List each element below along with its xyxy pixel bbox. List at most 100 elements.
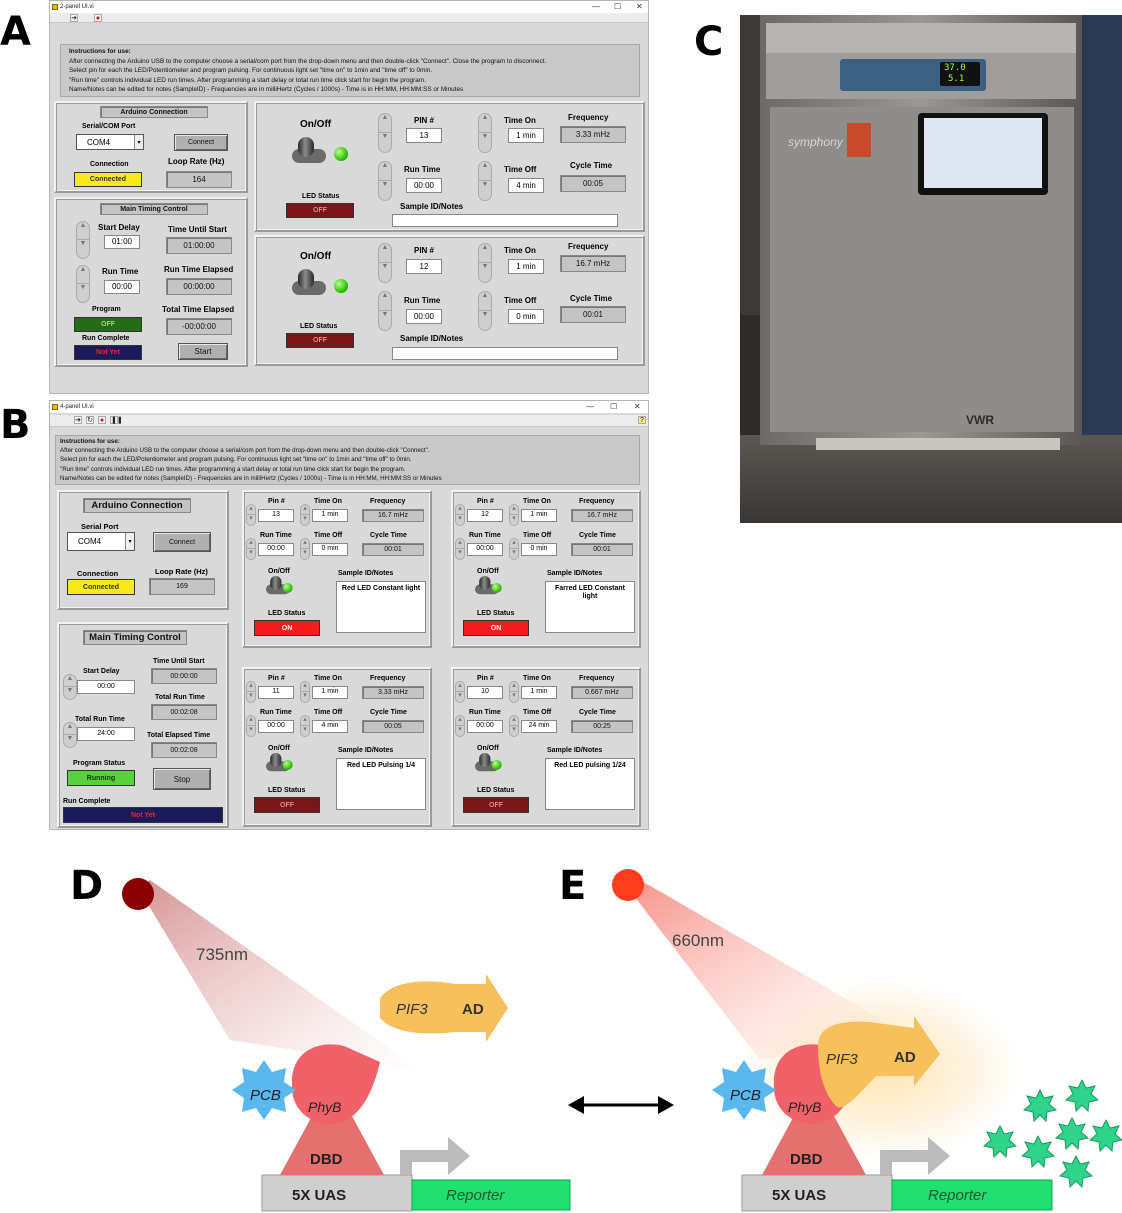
spin-down-icon[interactable]: ▾ — [458, 549, 462, 556]
spin-up-icon[interactable]: ▴ — [247, 716, 255, 726]
maximize-icon[interactable]: ☐ — [614, 2, 622, 11]
time-on-spinner[interactable]: ▴▾ — [509, 504, 519, 526]
spin-down-icon[interactable]: ▾ — [458, 726, 462, 733]
spin-down-icon[interactable]: ▾ — [303, 692, 307, 699]
time-off-input[interactable]: 24 min — [521, 720, 557, 733]
spin-up-icon[interactable]: ▲ — [479, 162, 491, 181]
connect-button[interactable]: Connect — [174, 134, 228, 151]
pin-input[interactable]: 13 — [258, 509, 294, 522]
spin-down-icon[interactable]: ▼ — [381, 133, 389, 140]
port-select[interactable]: COM4 ▾ — [76, 134, 144, 150]
spin-up-icon[interactable]: ▲ — [379, 244, 391, 263]
run-time-spinner[interactable]: ▲▼ — [76, 265, 90, 303]
pause-icon[interactable]: ❚❚ — [110, 416, 123, 424]
pin-spinner[interactable]: ▴▾ — [455, 504, 465, 526]
spin-down-icon[interactable]: ▼ — [66, 735, 74, 742]
spin-down-icon[interactable]: ▼ — [79, 240, 87, 247]
time-on-spinner[interactable]: ▲▼ — [478, 113, 492, 153]
spin-down-icon[interactable]: ▾ — [249, 726, 253, 733]
total-run-time-input[interactable]: 24:00 — [77, 727, 135, 741]
spin-up-icon[interactable]: ▴ — [247, 505, 255, 515]
run-arrow-icon[interactable]: ➔ — [74, 416, 82, 424]
run-time-spinner[interactable]: ▲▼ — [378, 161, 392, 201]
spin-down-icon[interactable]: ▼ — [481, 263, 489, 270]
spin-up-icon[interactable]: ▲ — [479, 114, 491, 133]
spin-up-icon[interactable]: ▴ — [510, 716, 518, 726]
notes-input[interactable]: Farred LED Constant light — [545, 581, 635, 633]
spin-up-icon[interactable]: ▴ — [301, 716, 309, 726]
close-icon[interactable]: ✕ — [634, 402, 641, 411]
spin-down-icon[interactable]: ▾ — [458, 692, 462, 699]
time-off-spinner[interactable]: ▲▼ — [478, 161, 492, 201]
spin-up-icon[interactable]: ▴ — [301, 505, 309, 515]
spin-up-icon[interactable]: ▴ — [456, 505, 464, 515]
on-off-toggle[interactable] — [475, 576, 503, 595]
on-off-toggle[interactable] — [292, 137, 352, 167]
run-time-input[interactable]: 00:00 — [258, 720, 294, 733]
spin-up-icon[interactable]: ▴ — [456, 682, 464, 692]
spin-down-icon[interactable]: ▼ — [481, 311, 489, 318]
on-off-toggle[interactable] — [266, 576, 294, 595]
minimize-icon[interactable]: — — [592, 2, 600, 11]
pin-input[interactable]: 12 — [406, 259, 442, 274]
notes-input[interactable]: Red LED Constant light — [336, 581, 426, 633]
on-off-toggle[interactable] — [475, 753, 503, 772]
chevron-down-icon[interactable]: ▾ — [125, 533, 134, 550]
spin-down-icon[interactable]: ▾ — [512, 515, 516, 522]
run-continuous-icon[interactable]: ↻ — [86, 416, 94, 424]
spin-down-icon[interactable]: ▾ — [512, 549, 516, 556]
spin-up-icon[interactable]: ▲ — [64, 723, 76, 735]
time-on-spinner[interactable]: ▴▾ — [300, 504, 310, 526]
start-delay-input[interactable]: 00:00 — [77, 680, 135, 694]
total-run-time-spinner[interactable]: ▲▼ — [63, 722, 77, 748]
time-on-input[interactable]: 1 min — [521, 686, 557, 699]
notes-input[interactable]: Red LED Pulsing 1/4 — [336, 758, 426, 810]
pin-spinner[interactable]: ▲▼ — [378, 113, 392, 153]
pin-spinner[interactable]: ▴▾ — [246, 504, 256, 526]
spin-down-icon[interactable]: ▾ — [249, 549, 253, 556]
spin-up-icon[interactable]: ▴ — [510, 505, 518, 515]
close-icon[interactable]: ✕ — [636, 2, 643, 11]
run-time-spinner[interactable]: ▴▾ — [455, 715, 465, 737]
spin-up-icon[interactable]: ▲ — [77, 266, 89, 284]
spin-down-icon[interactable]: ▼ — [381, 311, 389, 318]
spin-down-icon[interactable]: ▾ — [249, 692, 253, 699]
run-arrow-icon[interactable]: ➔ — [70, 14, 78, 22]
run-time-input[interactable]: 00:00 — [104, 280, 140, 294]
time-off-input[interactable]: 0 min — [312, 543, 348, 556]
time-on-input[interactable]: 1 min — [521, 509, 557, 522]
run-time-input[interactable]: 00:00 — [406, 178, 442, 193]
on-off-toggle[interactable] — [292, 269, 352, 299]
notes-input[interactable] — [392, 214, 618, 227]
spin-up-icon[interactable]: ▴ — [510, 539, 518, 549]
spin-up-icon[interactable]: ▲ — [379, 162, 391, 181]
spin-up-icon[interactable]: ▲ — [479, 292, 491, 311]
spin-down-icon[interactable]: ▼ — [381, 181, 389, 188]
minimize-icon[interactable]: — — [586, 402, 594, 411]
spin-up-icon[interactable]: ▴ — [510, 682, 518, 692]
spin-down-icon[interactable]: ▾ — [303, 549, 307, 556]
spin-up-icon[interactable]: ▴ — [456, 539, 464, 549]
spin-up-icon[interactable]: ▴ — [301, 539, 309, 549]
start-delay-spinner[interactable]: ▲▼ — [63, 674, 77, 700]
start-button[interactable]: Start — [178, 343, 228, 360]
pin-spinner[interactable]: ▲▼ — [378, 243, 392, 283]
time-off-spinner[interactable]: ▴▾ — [509, 538, 519, 560]
time-off-spinner[interactable]: ▲▼ — [478, 291, 492, 331]
notes-input[interactable]: Red LED pulsing 1/24 — [545, 758, 635, 810]
pin-spinner[interactable]: ▴▾ — [246, 681, 256, 703]
spin-down-icon[interactable]: ▾ — [512, 692, 516, 699]
abort-icon[interactable]: ● — [94, 14, 102, 22]
spin-up-icon[interactable]: ▲ — [379, 114, 391, 133]
run-time-input[interactable]: 00:00 — [467, 543, 503, 556]
connect-button[interactable]: Connect — [153, 532, 211, 552]
spin-up-icon[interactable]: ▲ — [479, 244, 491, 263]
spin-down-icon[interactable]: ▼ — [79, 284, 87, 291]
spin-up-icon[interactable]: ▴ — [456, 716, 464, 726]
run-time-spinner[interactable]: ▲▼ — [378, 291, 392, 331]
chevron-down-icon[interactable]: ▾ — [134, 135, 143, 149]
spin-down-icon[interactable]: ▼ — [481, 181, 489, 188]
spin-down-icon[interactable]: ▾ — [458, 515, 462, 522]
pin-input[interactable]: 10 — [467, 686, 503, 699]
time-off-input[interactable]: 0 min — [508, 309, 544, 324]
